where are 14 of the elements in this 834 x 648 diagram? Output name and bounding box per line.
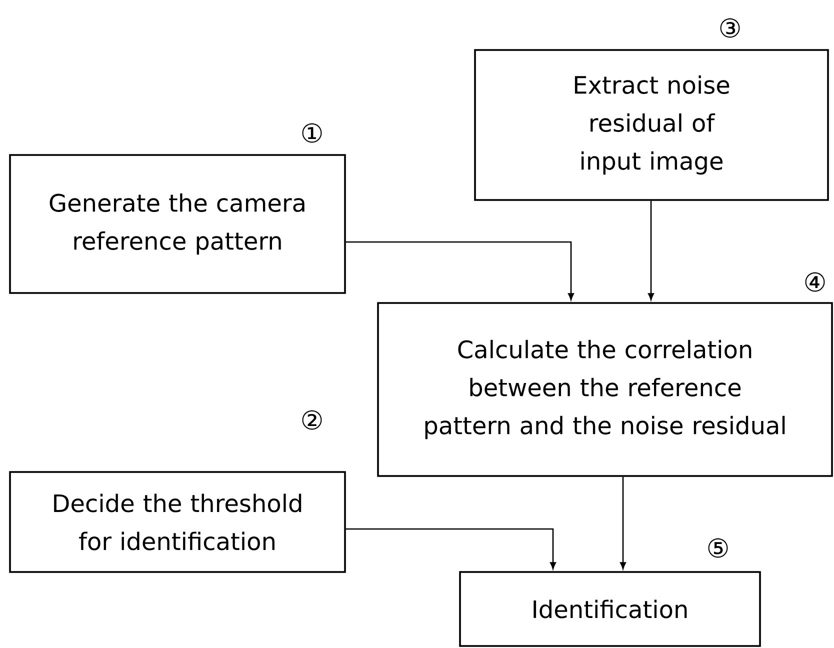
arrow: [346, 241, 574, 300]
process-box: Calculate the correlation between the reference pattern and the noise residual: [377, 302, 833, 477]
process-box: Extract noise residual of input image: [474, 49, 829, 201]
step-number: ⑤: [708, 538, 728, 558]
step-number: ①: [302, 123, 322, 143]
arrow: [346, 528, 556, 570]
process-box: Generate the camera reference pattern: [9, 154, 346, 294]
step-number: ③: [720, 18, 740, 38]
arrow: [648, 200, 654, 300]
arrow: [620, 476, 626, 570]
step-number: ④: [805, 272, 825, 292]
process-box: Identification: [459, 571, 761, 647]
process-box: Decide the threshold for identification: [9, 471, 346, 573]
step-number: ②: [302, 410, 322, 430]
